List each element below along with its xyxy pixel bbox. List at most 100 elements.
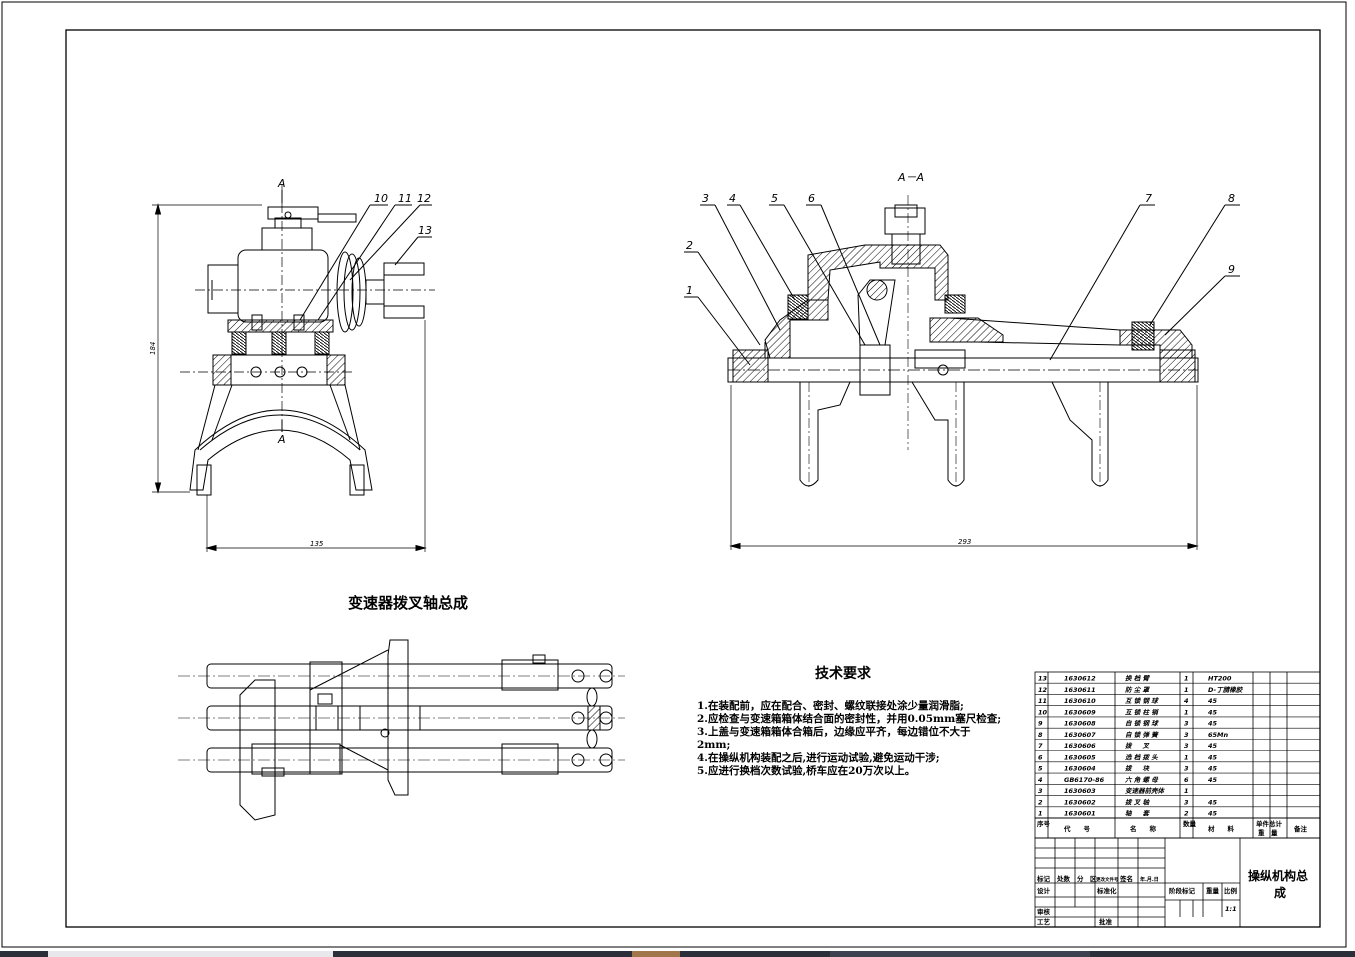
- part-no: 2: [1038, 798, 1043, 806]
- part-no: 1: [1038, 810, 1043, 818]
- callout-3: 3: [702, 192, 709, 205]
- callout-4: 4: [729, 192, 736, 205]
- part-code: 1630608: [1064, 720, 1096, 728]
- part-qty: 1: [1184, 787, 1189, 795]
- tech-line-3: 3.上盖与变速箱箱体合箱后，边缘应平齐，每边错位不大于: [697, 725, 971, 738]
- drawing-name-line1: 操纵机构总: [1248, 868, 1308, 883]
- part-name: 换 档 臂: [1125, 675, 1151, 683]
- part-material: 45: [1208, 708, 1218, 716]
- part-qty: 3: [1184, 731, 1189, 739]
- part-code: 1630606: [1064, 742, 1096, 750]
- tech-requirements: 1.在装配前，应在配合、密封、螺纹联接处涂少量润滑脂; 2.应检查与变速箱箱体结…: [697, 699, 1001, 777]
- part-code: GB6170-86: [1064, 776, 1105, 784]
- part-no: 3: [1038, 787, 1043, 795]
- inner-border: [65, 29, 1321, 928]
- part-material: HT200: [1208, 675, 1232, 683]
- part-name: 互 锁 钢 球: [1125, 697, 1159, 705]
- hdr-unit-total: 单件总计: [1256, 819, 1283, 828]
- part-material: 45: [1208, 798, 1218, 806]
- tb-scale-value: 1:1: [1225, 905, 1237, 913]
- part-qty: 1: [1184, 708, 1189, 716]
- drawing-name-line2: 成: [1274, 885, 1286, 900]
- left-view: [152, 185, 435, 552]
- tech-heading: 技术要求: [815, 665, 872, 682]
- part-qty: 4: [1184, 697, 1189, 705]
- part-name: 自 锁 弹 簧: [1125, 731, 1159, 739]
- hdr-qty: 数量: [1183, 819, 1197, 828]
- part-code: 1630601: [1064, 810, 1096, 818]
- part-no: 8: [1038, 731, 1043, 739]
- hdr-weight: 重 量: [1258, 828, 1278, 837]
- part-code: 1630612: [1064, 675, 1096, 683]
- part-qty: 1: [1184, 753, 1189, 761]
- callout-13: 13: [418, 224, 432, 237]
- hdr-code: 代 号: [1063, 824, 1091, 833]
- part-material: D-丁腈橡胶: [1208, 686, 1244, 694]
- tech-line-2: 2.应检查与变速箱箱体结合面的密封性，并用0.05mm塞尺检查;: [697, 712, 1001, 725]
- part-no: 6: [1038, 753, 1043, 761]
- part-code: 1630611: [1064, 686, 1096, 694]
- taskbar: [0, 951, 1355, 957]
- section-mark-bottom: A: [277, 433, 286, 446]
- title-block-grid: [1034, 837, 1321, 928]
- part-qty: 1: [1184, 675, 1189, 683]
- part-qty: 1: [1184, 686, 1189, 694]
- taskbar-item[interactable]: [632, 951, 680, 957]
- hdr-no: 序号: [1036, 819, 1051, 828]
- callout-11: 11: [398, 192, 412, 205]
- callout-10: 10: [374, 192, 388, 205]
- part-name: 拨 叉: [1125, 742, 1150, 750]
- part-material: 45: [1208, 742, 1218, 750]
- part-code: 1630610: [1064, 697, 1096, 705]
- tb-approve: 批准: [1099, 917, 1113, 926]
- part-name: 互 锁 柱 销: [1125, 708, 1159, 716]
- hdr-material: 材 料: [1207, 824, 1235, 833]
- tb-sign: 签名: [1119, 874, 1133, 883]
- part-qty: 6: [1184, 776, 1189, 784]
- tb-zone: 分 区: [1077, 874, 1097, 883]
- part-no: 13: [1038, 675, 1048, 683]
- tb-weight: 重量: [1206, 886, 1220, 895]
- part-qty: 3: [1184, 765, 1189, 773]
- tb-stage: 阶段标记: [1169, 886, 1196, 895]
- part-material: 45: [1208, 810, 1218, 818]
- tb-count: 处数: [1056, 874, 1071, 883]
- part-name: 轴 套: [1125, 810, 1151, 818]
- part-name: 选 档 拨 头: [1125, 753, 1158, 761]
- hdr-name: 名 称: [1130, 824, 1157, 833]
- part-material: 45: [1208, 753, 1218, 761]
- part-material: 45: [1208, 776, 1218, 784]
- dim-width-right: 293: [958, 538, 971, 546]
- part-name: 变速器前壳体: [1125, 787, 1166, 795]
- part-name: 拨 块: [1125, 765, 1150, 773]
- tb-design: 设计: [1037, 886, 1051, 895]
- part-no: 7: [1038, 742, 1043, 750]
- tb-process: 工艺: [1037, 917, 1051, 926]
- assembly-title: 变速器拨叉轴总成: [348, 594, 468, 612]
- part-qty: 3: [1184, 720, 1189, 728]
- tech-line-6: 5.应进行换档次数试验,桥车应在20万次以上。: [697, 764, 915, 777]
- part-no: 11: [1038, 697, 1047, 705]
- callout-7: 7: [1145, 192, 1152, 205]
- dim-width-left: 135: [310, 540, 324, 548]
- callout-6: 6: [808, 192, 815, 205]
- taskbar-item[interactable]: [48, 951, 333, 957]
- tb-scale: 比例: [1224, 886, 1238, 895]
- tb-review: 审核: [1037, 907, 1051, 916]
- tb-mark: 标记: [1036, 874, 1051, 883]
- part-no: 4: [1038, 776, 1043, 784]
- part-no: 9: [1038, 720, 1043, 728]
- part-no: 10: [1038, 708, 1048, 716]
- tb-change-doc: 更改文件号: [1096, 876, 1119, 883]
- section-title: A－A: [897, 171, 924, 184]
- section-mark-top: A: [277, 177, 286, 190]
- callout-2: 2: [686, 239, 693, 252]
- part-material: 45: [1208, 720, 1218, 728]
- taskbar-item[interactable]: [830, 951, 1090, 957]
- tech-line-5: 4.在操纵机构装配之后,进行运动试验,避免运动干涉;: [697, 751, 940, 764]
- part-code: 1630604: [1064, 765, 1096, 773]
- callout-12: 12: [417, 192, 431, 205]
- callout-8: 8: [1228, 192, 1235, 205]
- part-material: 45: [1208, 765, 1218, 773]
